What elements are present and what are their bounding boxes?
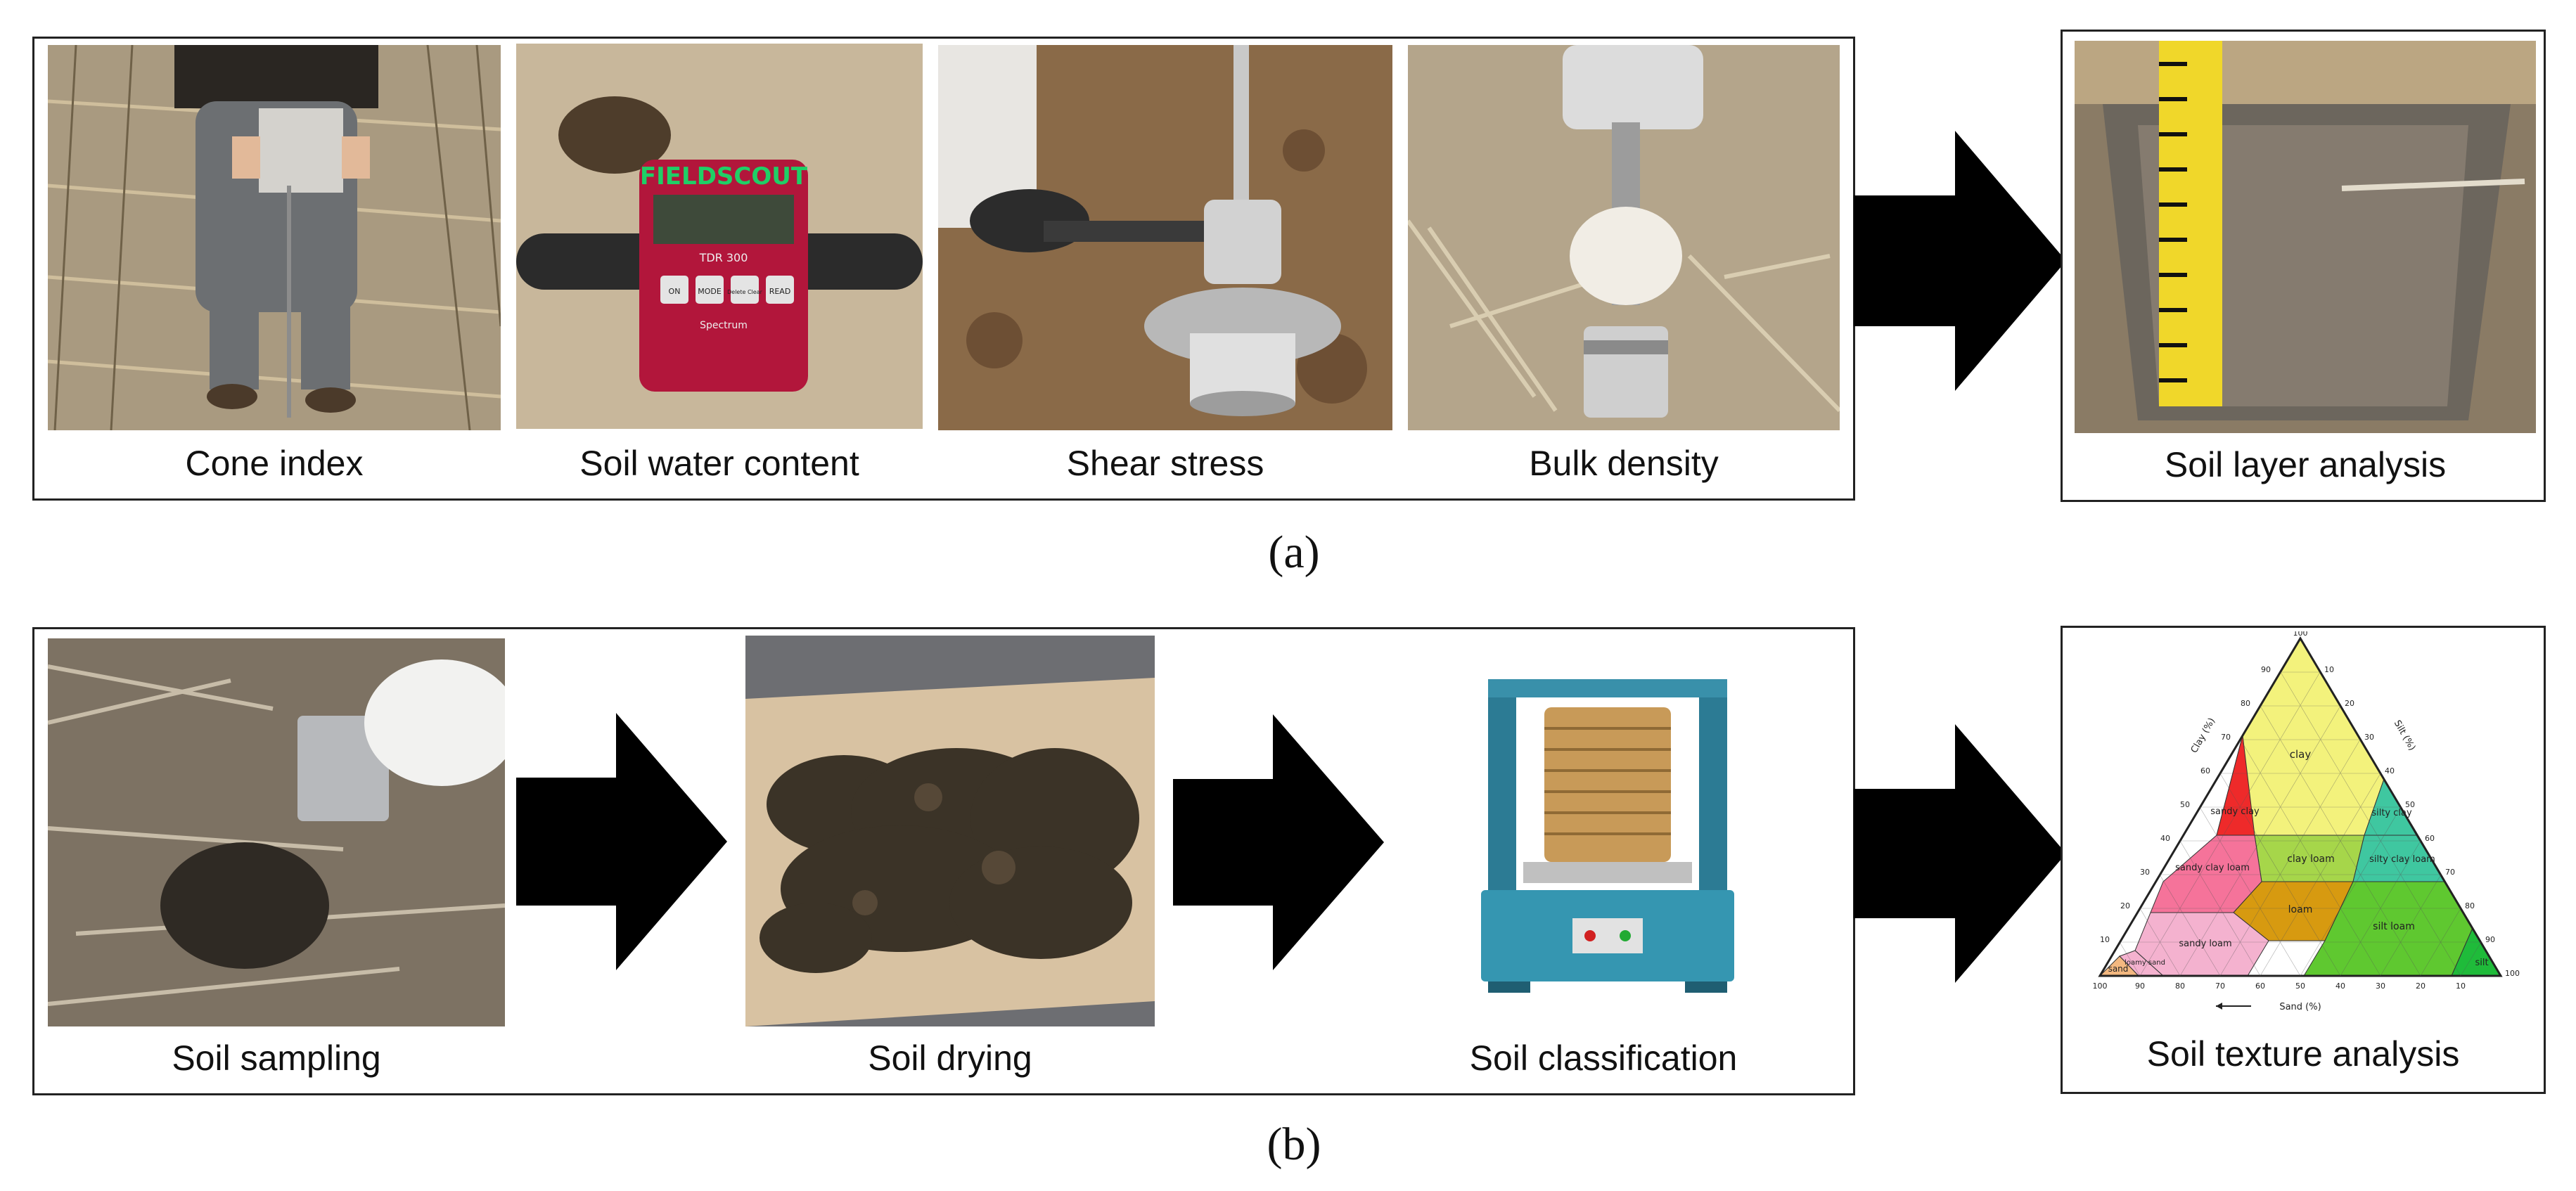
- tick-right: 10: [2324, 665, 2334, 674]
- tick-bottom: 10: [2456, 981, 2466, 991]
- tick-right: 90: [2485, 935, 2495, 944]
- tick-top: 100: [2293, 631, 2308, 638]
- tick-bottom: 60: [2255, 981, 2265, 991]
- cone-penetrometer-photo: [48, 45, 501, 430]
- device-button-mode: MODE: [698, 287, 722, 296]
- tick-bottom: 70: [2215, 981, 2225, 991]
- label-silty-clay: silty clay: [2371, 808, 2412, 818]
- device-button-read: READ: [769, 287, 791, 296]
- tick-right: 50: [2405, 800, 2415, 809]
- label-loamy-sand: loamy sand: [2125, 959, 2165, 967]
- tick-left: 90: [2261, 665, 2271, 674]
- bulk-density-caption: Bulk density: [1529, 444, 1719, 483]
- soil-texture-triangle: clay sandy clay silty clay clay loam sil…: [2072, 631, 2535, 1017]
- tick-left: 30: [2140, 868, 2150, 877]
- label-silt: silt: [2475, 958, 2488, 968]
- soil-water-content-caption: Soil water content: [579, 444, 859, 483]
- arrow-right-icon: [516, 713, 727, 970]
- soil-classification-caption: Soil classification: [1469, 1038, 1738, 1078]
- tick-right: 30: [2364, 733, 2374, 742]
- soil-pit-photo: [2075, 41, 2536, 433]
- tick-bottom: 30: [2376, 981, 2385, 991]
- tick-right: 80: [2465, 901, 2475, 910]
- panel-b-label: (b): [1267, 1119, 1321, 1170]
- axis-title-clay: Clay (%): [2189, 716, 2217, 755]
- label-clay-loam: clay loam: [2287, 854, 2335, 865]
- tick-right: 60: [2425, 834, 2435, 843]
- tick-bottom: 50: [2295, 981, 2305, 991]
- tick-bottom: 100: [2093, 981, 2108, 991]
- arrow-right-icon: [1173, 714, 1384, 970]
- tick-bottom: 90: [2135, 981, 2145, 991]
- label-sandy-clay: sandy clay: [2210, 806, 2260, 817]
- arrow-right-icon: [1854, 131, 2066, 391]
- tick-left: 60: [2200, 766, 2210, 775]
- panel-a-label: (a): [1268, 527, 1320, 578]
- axis-title-sand: Sand (%): [2279, 1002, 2321, 1012]
- device-model-label: TDR 300: [699, 251, 748, 264]
- label-sandy-loam: sandy loam: [2179, 939, 2231, 949]
- tick-right: 70: [2445, 868, 2455, 877]
- tick-left: 50: [2180, 800, 2190, 809]
- tick-left: 10: [2100, 935, 2110, 944]
- device-button-on: ON: [669, 287, 681, 296]
- soil-moisture-meter-photo: FIELDSCOUT TDR 300 ON MODE Delete Clear …: [516, 44, 923, 429]
- shear-vane-photo: [938, 45, 1392, 430]
- soil-drying-caption: Soil drying: [868, 1038, 1032, 1078]
- tick-bottom: 80: [2175, 981, 2185, 991]
- soil-drying-photo: [745, 636, 1155, 1026]
- tick-left: 80: [2241, 699, 2250, 708]
- cone-index-caption: Cone index: [185, 444, 364, 483]
- soil-sampling-photo: [48, 638, 505, 1026]
- device-button-delete: Delete Clear: [727, 289, 762, 295]
- tick-right: 40: [2385, 766, 2395, 775]
- tick-bottom: 20: [2416, 981, 2426, 991]
- arrow-right-icon: [1854, 724, 2066, 983]
- tick-right: 20: [2345, 699, 2354, 708]
- tick-left: 70: [2221, 733, 2231, 742]
- label-silty-clay-loam: silty clay loam: [2369, 854, 2435, 865]
- shear-stress-caption: Shear stress: [1066, 444, 1264, 483]
- label-sandy-clay-loam: sandy clay loam: [2175, 863, 2250, 873]
- soil-sampling-caption: Soil sampling: [172, 1038, 381, 1078]
- core-sampler-photo: [1408, 45, 1840, 430]
- device-maker-label: Spectrum: [700, 320, 748, 331]
- tick-right: 100: [2505, 969, 2520, 978]
- label-silt-loam: silt loam: [2373, 921, 2415, 932]
- soil-layer-analysis-caption: Soil layer analysis: [2164, 445, 2447, 484]
- tick-bottom: 40: [2335, 981, 2345, 991]
- sieve-shaker-photo: [1474, 665, 1741, 996]
- fieldscout-label: FIELDSCOUT: [640, 162, 808, 191]
- axis-title-silt: Silt (%): [2392, 719, 2418, 752]
- label-sand: sand: [2108, 964, 2129, 974]
- label-loam: loam: [2288, 904, 2313, 915]
- tick-left: 40: [2160, 834, 2170, 843]
- soil-texture-analysis-caption: Soil texture analysis: [2146, 1034, 2460, 1074]
- label-clay: clay: [2290, 748, 2312, 761]
- tick-left: 20: [2120, 901, 2130, 910]
